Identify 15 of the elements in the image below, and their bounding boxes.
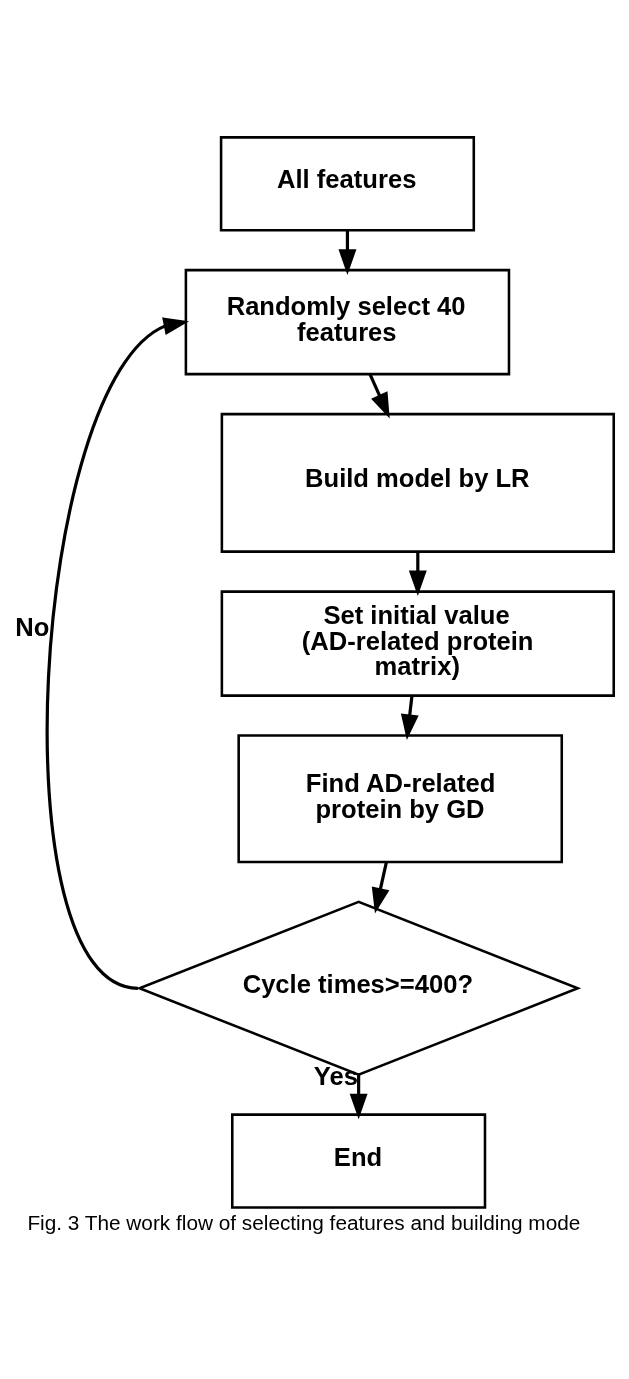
edge-label: No — [15, 612, 50, 641]
arrow — [408, 551, 427, 596]
arrow — [400, 695, 419, 740]
node-box: Build model by LR — [220, 412, 615, 553]
arrow — [45, 316, 190, 990]
node-box: End — [231, 1112, 487, 1209]
node-box: Set initial value (AD-related protein matrix) — [220, 589, 615, 697]
arrow — [349, 1074, 368, 1119]
arrow — [368, 373, 390, 418]
node-box: Randomly select 40 features — [184, 268, 511, 375]
caption: Fig. 3 The work flow of selecting features and building mode — [27, 1210, 581, 1234]
node-box: Find AD-related protein by GD — [237, 733, 564, 863]
node-box: All features — [219, 135, 476, 231]
arrow — [338, 229, 357, 275]
arrow — [371, 861, 390, 913]
